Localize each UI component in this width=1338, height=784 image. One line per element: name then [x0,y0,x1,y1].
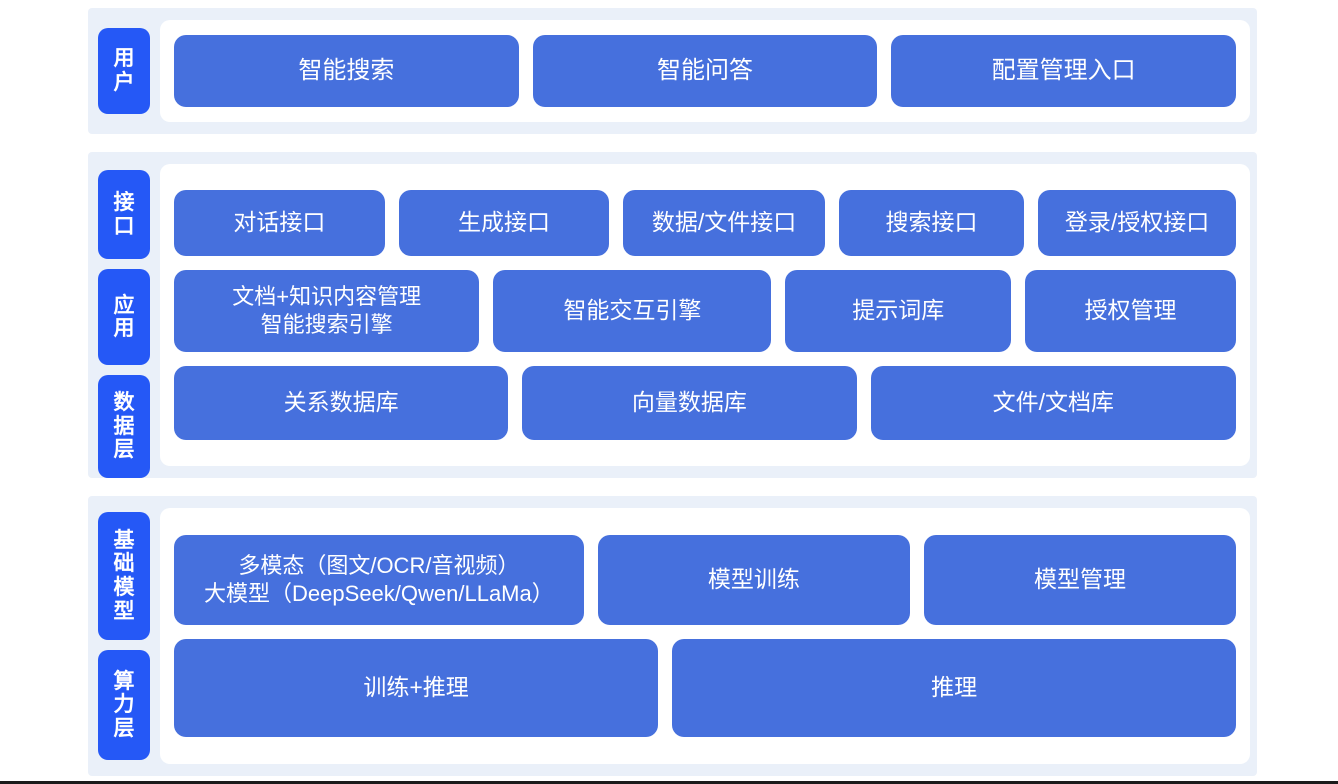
card-relational-database[interactable]: 关系数据库 [174,366,509,440]
row-compute-cards: 训练+推理 推理 [174,639,1236,737]
band-middle-layers: 接口 应用 数据层 对话接口 生成接口 数据/文件接口 搜索接口 登录/授权接口… [88,152,1257,478]
card-prompt-library[interactable]: 提示词库 [785,270,1012,352]
layer-label-compute-power: 算力层 [98,650,150,760]
card-login-auth-interface[interactable]: 登录/授权接口 [1038,190,1236,256]
panel-middle: 对话接口 生成接口 数据/文件接口 搜索接口 登录/授权接口 文档+知识内容管理… [160,164,1250,466]
card-authorization-management[interactable]: 授权管理 [1025,270,1236,352]
row-model-cards: 多模态（图文/OCR/音视频） 大模型（DeepSeek/Qwen/LLaMa）… [174,535,1236,625]
rail-bottom: 基础模型 算力层 [88,496,160,776]
band-bottom-layers: 基础模型 算力层 多模态（图文/OCR/音视频） 大模型（DeepSeek/Qw… [88,496,1257,776]
card-intelligent-qa[interactable]: 智能问答 [532,35,878,107]
card-generation-interface[interactable]: 生成接口 [398,190,610,256]
card-document-knowledge-management[interactable]: 文档+知识内容管理 智能搜索引擎 [174,270,480,352]
row-data-cards: 关系数据库 向量数据库 文件/文档库 [174,366,1236,440]
layer-label-interface: 接口 [98,170,150,260]
row-interface-cards: 对话接口 生成接口 数据/文件接口 搜索接口 登录/授权接口 [174,190,1236,256]
layer-label-data: 数据层 [98,374,150,478]
card-model-management[interactable]: 模型管理 [923,535,1236,625]
layer-label-user: 用户 [98,28,150,114]
rail-middle: 接口 应用 数据层 [88,152,160,478]
panel-user: 智能搜索 智能问答 配置管理入口 [160,20,1250,122]
bottom-edge-rule [0,781,1338,784]
card-inference[interactable]: 推理 [672,639,1236,737]
row-user-entries: 智能搜索 智能问答 配置管理入口 [174,35,1237,107]
card-multimodal-large-model[interactable]: 多模态（图文/OCR/音视频） 大模型（DeepSeek/Qwen/LLaMa） [174,535,584,625]
layer-label-application: 应用 [98,269,150,365]
rail-user: 用户 [88,8,160,134]
row-application-cards: 文档+知识内容管理 智能搜索引擎 智能交互引擎 提示词库 授权管理 [174,270,1236,352]
panel-bottom: 多模态（图文/OCR/音视频） 大模型（DeepSeek/Qwen/LLaMa）… [160,508,1250,764]
card-file-document-store[interactable]: 文件/文档库 [870,366,1236,440]
card-intelligent-search[interactable]: 智能搜索 [174,35,519,107]
card-intelligent-interaction-engine[interactable]: 智能交互引擎 [493,270,772,352]
layer-label-foundation-model: 基础模型 [98,512,150,640]
card-data-file-interface[interactable]: 数据/文件接口 [623,190,825,256]
card-dialog-interface[interactable]: 对话接口 [174,190,385,256]
band-user-layer: 用户 智能搜索 智能问答 配置管理入口 [88,8,1257,134]
card-vector-database[interactable]: 向量数据库 [522,366,857,440]
card-search-interface[interactable]: 搜索接口 [838,190,1025,256]
card-config-management-entry[interactable]: 配置管理入口 [891,35,1237,107]
card-training-inference[interactable]: 训练+推理 [174,639,659,737]
card-model-training[interactable]: 模型训练 [597,535,910,625]
